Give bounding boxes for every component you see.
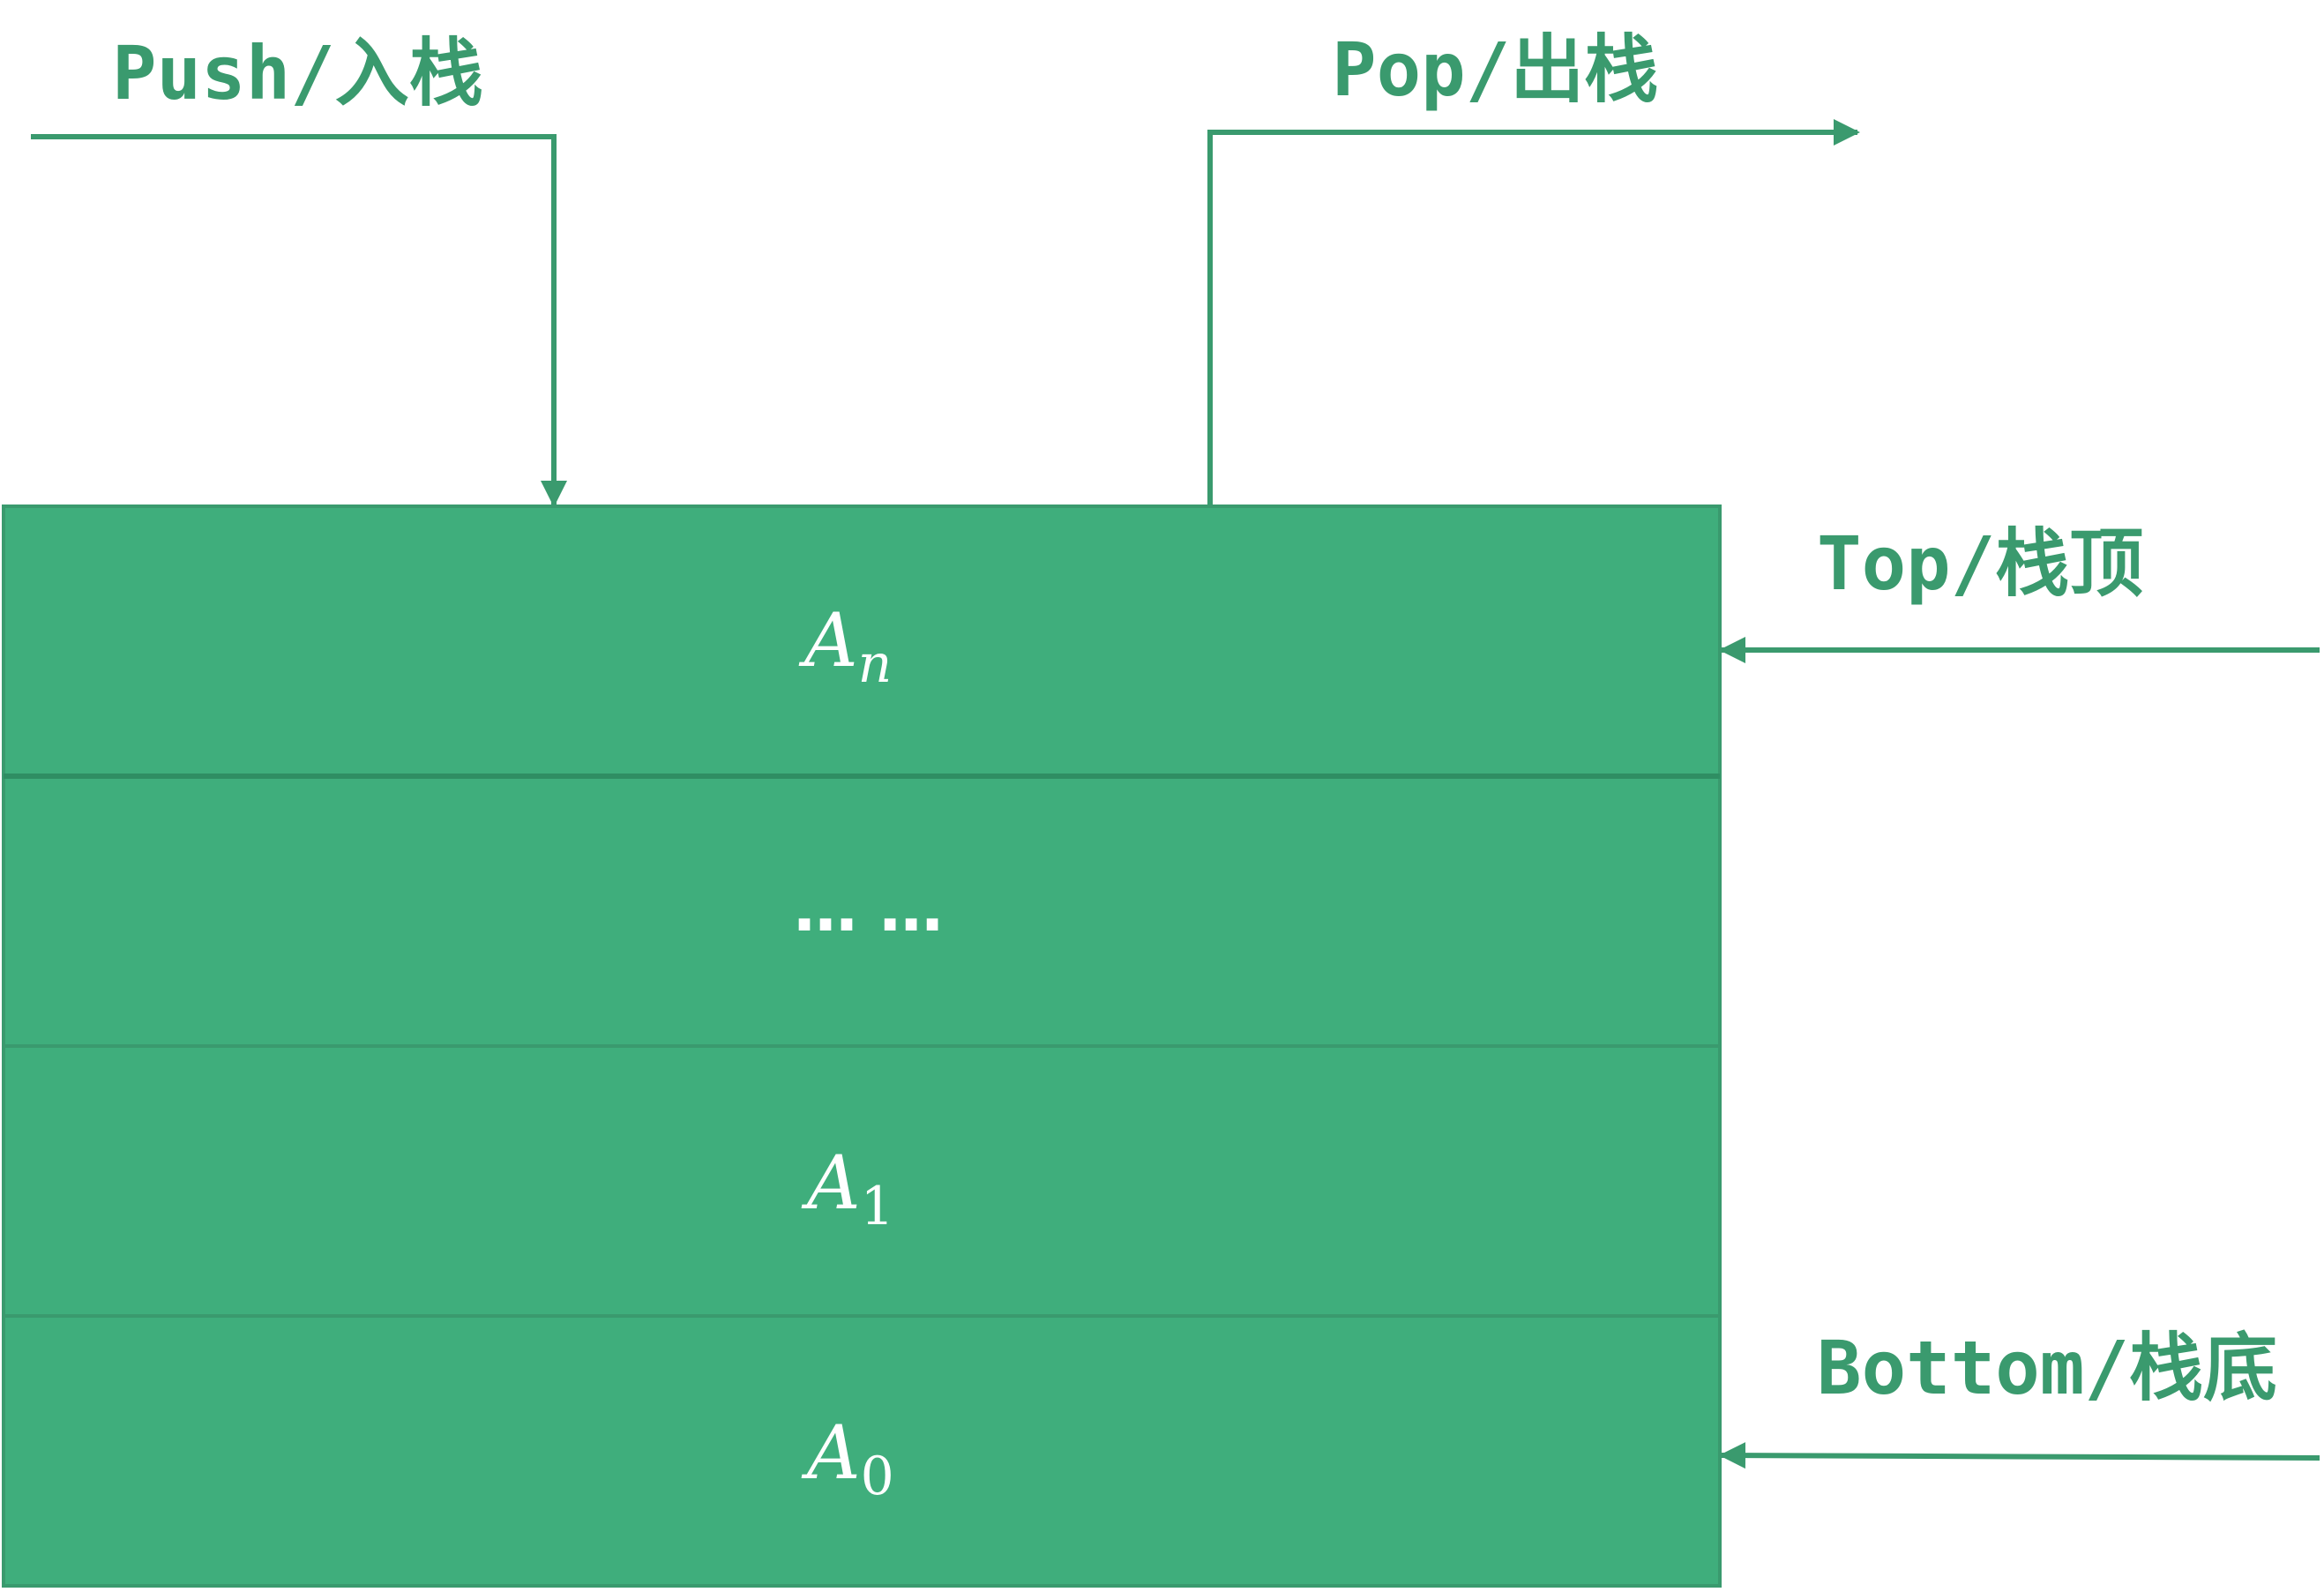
stack-body [2, 505, 1722, 1588]
bottom-pointer-arrow [1719, 1442, 2320, 1469]
stack-cell-ellipsis [2, 774, 1722, 1048]
push-label: Push/入栈 [112, 30, 483, 116]
pop-arrow [1207, 119, 1860, 506]
cell-label-ellipsis: … … [794, 871, 943, 945]
cell-label-a0: A0 [801, 1409, 894, 1507]
bottom-label: Bottom/栈底 [1817, 1325, 2277, 1411]
push-arrow [31, 134, 567, 507]
top-label: Top/栈顶 [1817, 520, 2143, 607]
stack-cell-top [2, 505, 1722, 778]
cell-label-a1: A1 [801, 1140, 894, 1237]
cell-label-an: An [798, 597, 892, 695]
stack-cell-a0 [2, 1314, 1722, 1588]
pop-label: Pop/出栈 [1332, 26, 1658, 113]
